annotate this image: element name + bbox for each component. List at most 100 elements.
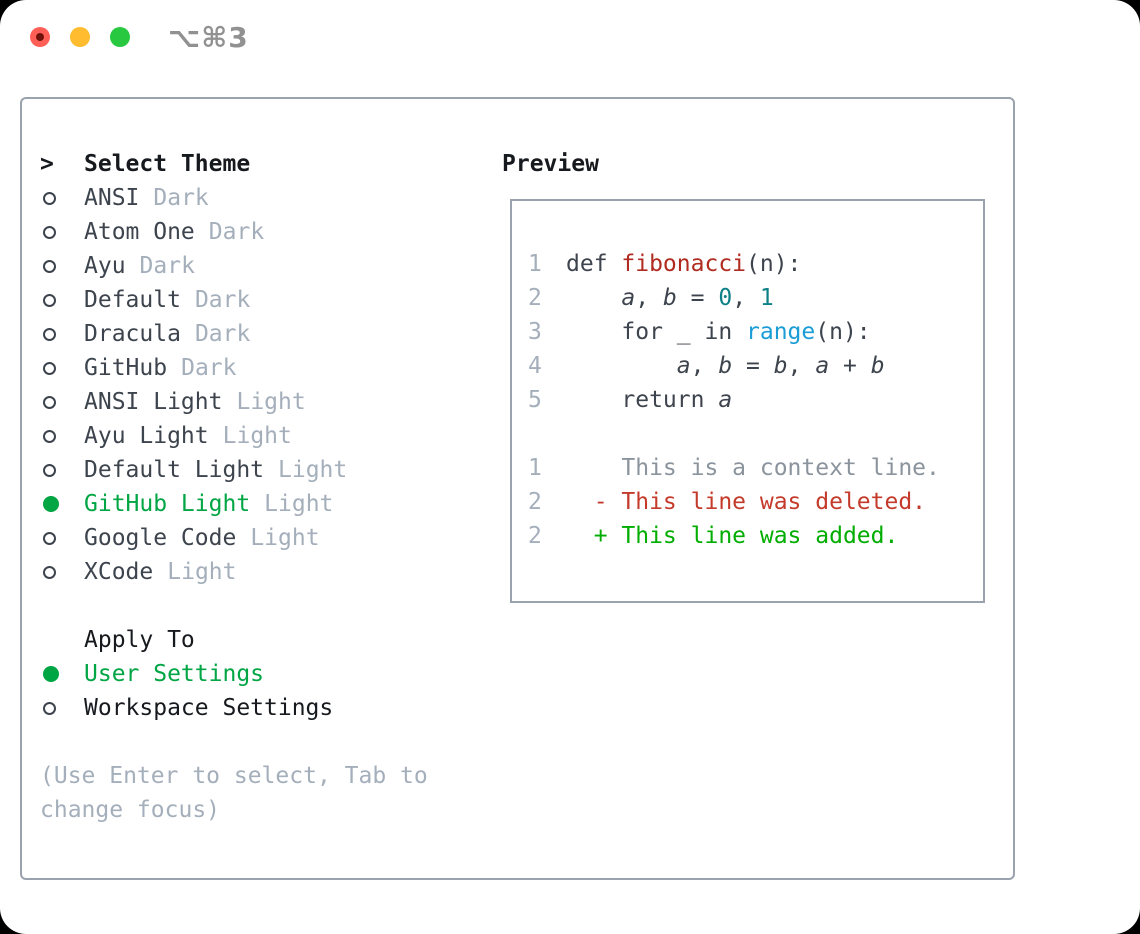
theme-variant-tag: Light — [236, 389, 306, 415]
close-button[interactable] — [30, 27, 50, 47]
theme-name: GitHub — [84, 355, 168, 381]
hint-text: (Use Enter to select, Tab to change focu… — [40, 763, 442, 823]
code-token: for _ in — [566, 319, 747, 345]
theme-option-github[interactable]: GitHub Dark — [40, 351, 502, 385]
preview-line: 2 + This line was added. — [528, 519, 983, 553]
zoom-button[interactable] — [110, 27, 130, 47]
radio-icon — [43, 701, 56, 715]
line-number: 2 — [528, 285, 542, 311]
theme-name: ANSI Light — [84, 389, 223, 415]
theme-option-xcode[interactable]: XCode Light — [40, 555, 502, 589]
line-number: 2 — [528, 523, 542, 549]
code-token: - This line was deleted. — [566, 489, 927, 515]
code-token: a — [815, 353, 830, 379]
radio-icon — [43, 259, 56, 273]
radio-icon — [43, 463, 56, 477]
theme-name: Ayu Light — [84, 423, 209, 449]
code-token: return — [566, 387, 719, 413]
radio-selected-icon — [43, 496, 59, 512]
code-token: a — [718, 387, 733, 413]
line-number: 4 — [528, 353, 542, 379]
theme-option-ansi-light[interactable]: ANSI Light Light — [40, 385, 502, 419]
radio-icon — [43, 429, 56, 443]
code-token: b — [773, 353, 788, 379]
code-token: , — [787, 353, 816, 379]
code-token: + This line was added. — [566, 523, 899, 549]
theme-list-title: Select Theme — [84, 151, 251, 177]
preview-line: 4 a, b = b, a + b — [528, 349, 983, 383]
theme-variant-tag: Light — [167, 559, 237, 585]
line-number: 5 — [528, 387, 542, 413]
prompt-caret: > — [40, 151, 54, 177]
code-token — [566, 353, 677, 379]
apply-option-user-settings[interactable]: User Settings — [40, 657, 502, 691]
code-token — [566, 285, 621, 311]
theme-name: Google Code — [84, 525, 237, 551]
code-token: fibonacci — [621, 251, 747, 277]
code-token: b — [662, 285, 677, 311]
code-token: def — [566, 251, 622, 277]
theme-variant-tag: Dark — [194, 287, 251, 313]
code-token: , — [732, 285, 760, 311]
preview-line — [528, 417, 983, 451]
line-number: 1 — [528, 455, 542, 481]
preview-line: 2 a, b = 0, 1 — [528, 281, 983, 315]
radio-icon — [43, 361, 56, 375]
code-token: 0 — [718, 285, 733, 311]
theme-option-google-code[interactable]: Google Code Light — [40, 521, 502, 555]
theme-variant-tag: Light — [222, 423, 292, 449]
apply-option-label: Workspace Settings — [84, 695, 334, 721]
code-token: = — [732, 353, 774, 379]
theme-option-ayu-light[interactable]: Ayu Light Light — [40, 419, 502, 453]
line-number: 3 — [528, 319, 542, 345]
theme-name: ANSI — [84, 185, 140, 211]
radio-icon — [43, 395, 56, 409]
theme-variant-tag: Light — [250, 525, 320, 551]
preview-line: 2 - This line was deleted. — [528, 485, 983, 519]
code-token: a — [621, 285, 636, 311]
minimize-button[interactable] — [70, 27, 90, 47]
theme-variant-tag: Dark — [139, 253, 195, 279]
radio-icon — [43, 293, 56, 307]
radio-icon — [43, 225, 56, 239]
window-title: ⌥⌘3 — [168, 21, 249, 54]
apply-to-header: Apply To — [40, 623, 502, 657]
theme-option-github-light[interactable]: GitHub Light Light — [40, 487, 502, 521]
apply-option-label: User Settings — [84, 661, 265, 687]
theme-variant-tag: Dark — [153, 185, 209, 211]
theme-variant-tag: Light — [264, 491, 334, 517]
radio-icon — [43, 531, 56, 545]
radio-icon — [43, 327, 56, 341]
theme-name: GitHub Light — [84, 491, 251, 517]
code-token: (n): — [815, 319, 871, 345]
code-token: (n): — [746, 251, 802, 277]
theme-name: Dracula — [84, 321, 181, 347]
code-token: This is a context line. — [566, 455, 940, 481]
theme-option-ansi[interactable]: ANSI Dark — [40, 181, 502, 215]
preview-title: Preview — [502, 151, 599, 177]
theme-list-header: > Select Theme — [40, 147, 502, 181]
code-token: b — [718, 353, 733, 379]
apply-option-workspace-settings[interactable]: Workspace Settings — [40, 691, 502, 725]
theme-name: XCode — [84, 559, 154, 585]
theme-variant-tag: Dark — [181, 355, 237, 381]
radio-icon — [43, 565, 56, 579]
theme-variant-tag: Light — [278, 457, 348, 483]
code-token: a — [676, 353, 691, 379]
spacer — [40, 589, 502, 623]
radio-icon — [43, 191, 56, 205]
title-bar: ⌥⌘3 — [0, 0, 1140, 74]
line-number: 2 — [528, 489, 542, 515]
preview-line: 5 return a — [528, 383, 983, 417]
